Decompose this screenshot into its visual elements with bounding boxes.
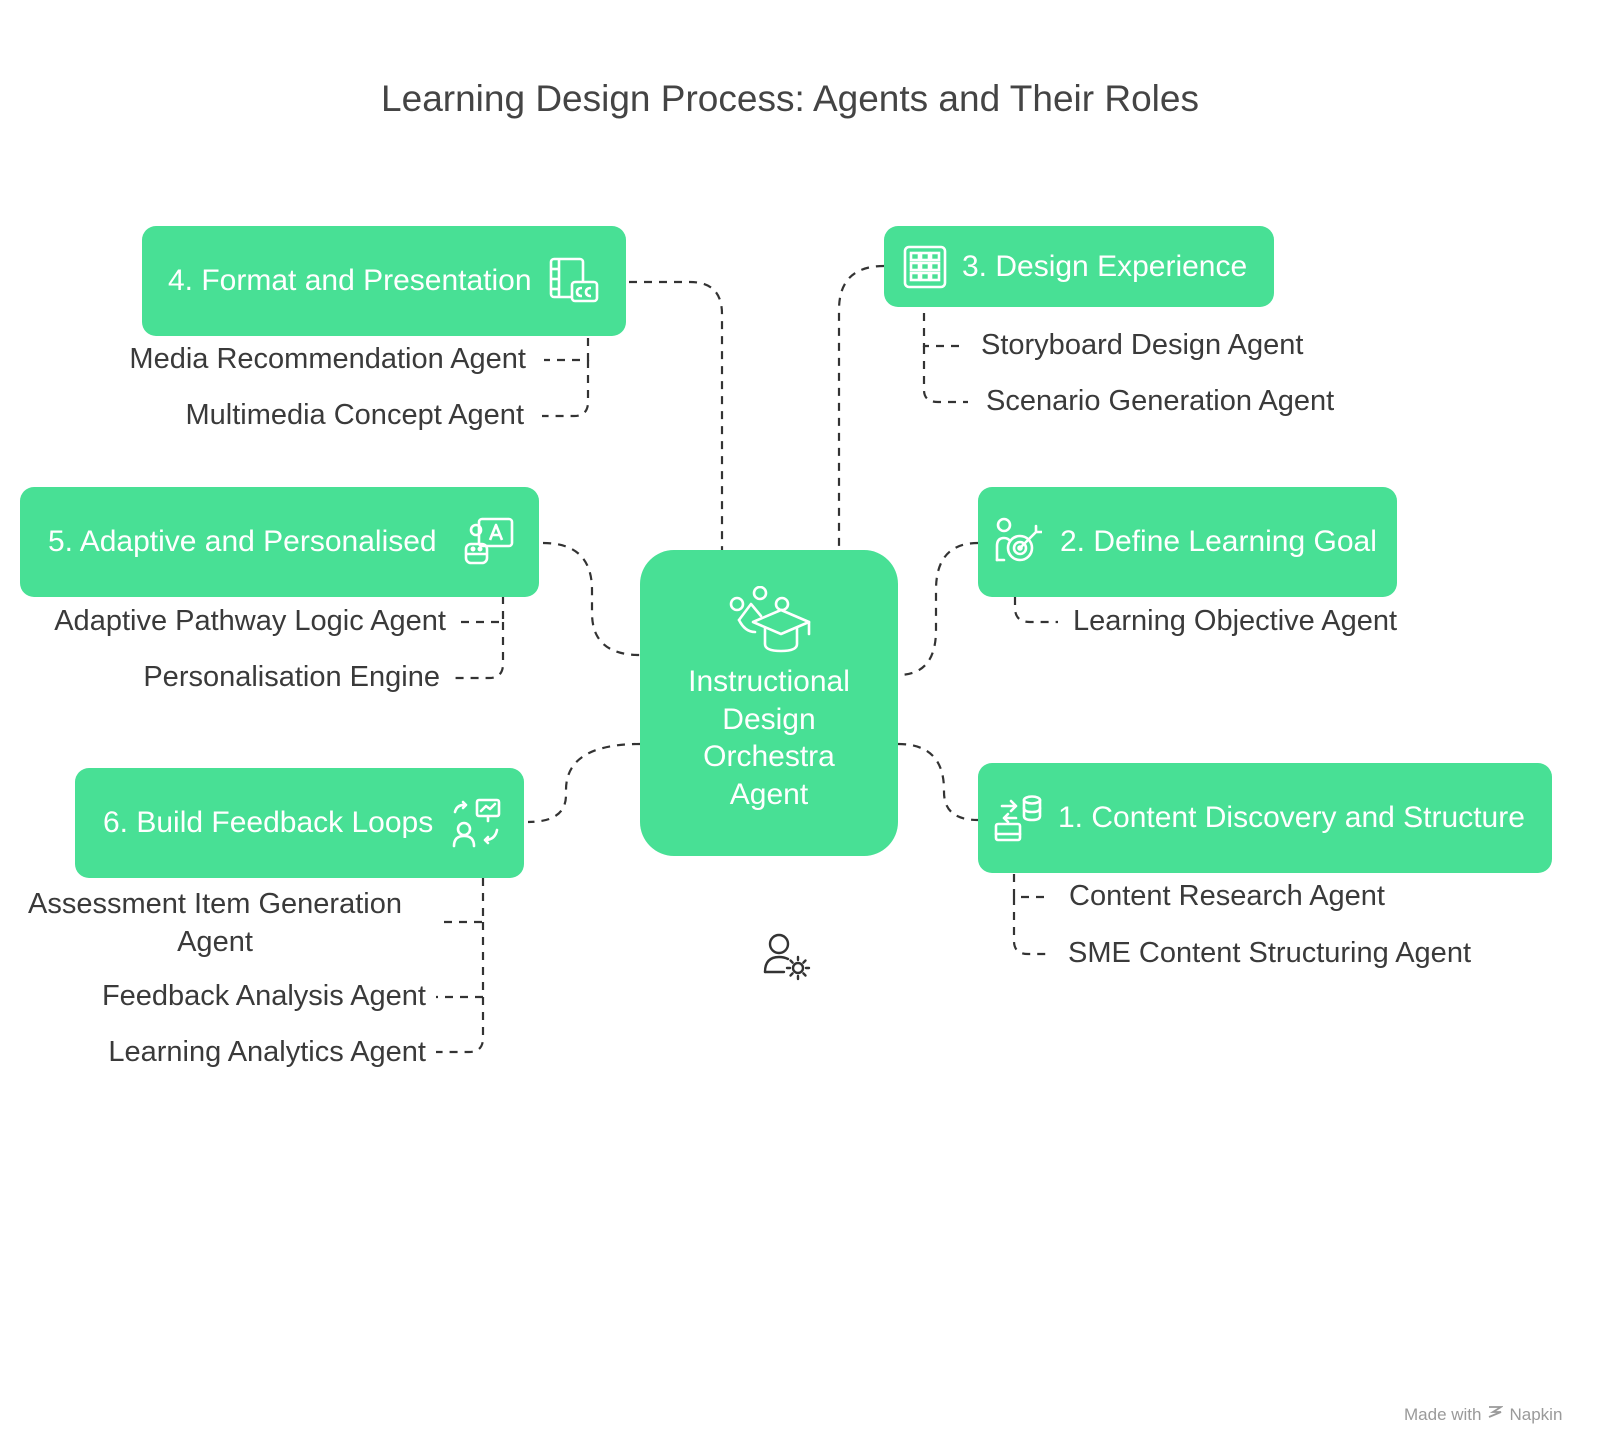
person-chart-cycle-icon xyxy=(451,798,501,848)
agent-label: Personalisation Engine xyxy=(143,661,440,693)
agent-label: Assessment Item Generation Agent xyxy=(28,888,402,958)
agent-label: SME Content Structuring Agent xyxy=(1068,937,1471,969)
agent-label: Multimedia Concept Agent xyxy=(185,399,524,431)
agent-label: Feedback Analysis Agent xyxy=(101,980,426,1012)
person-target-icon xyxy=(992,516,1042,568)
grid-layout-icon xyxy=(902,244,948,290)
connector-agent-objective xyxy=(1013,597,1058,624)
agent-label: Media Recommendation Agent xyxy=(129,343,526,375)
diagram-title: Learning Design Process: Agents and Thei… xyxy=(381,78,1199,119)
connector-step-2 xyxy=(897,541,979,677)
step-label: 3. Design Experience xyxy=(962,249,1248,283)
connector-agent-assessment xyxy=(440,878,485,924)
step-box-format-presentation: 4. Format and Presentation xyxy=(142,226,626,336)
agent-label: Learning Objective Agent xyxy=(1073,605,1398,637)
connector-step-5 xyxy=(542,541,641,657)
agent-label: Content Research Agent xyxy=(1069,880,1385,912)
step-box-adaptive-personalised: 5. Adaptive and Personalised xyxy=(20,487,539,597)
agent-label: Adaptive Pathway Logic Agent xyxy=(54,605,446,637)
step-box-content-discovery: 1. Content Discovery and Structure xyxy=(978,763,1552,873)
connector-step-3 xyxy=(837,264,885,550)
center-label: Instructional Design Orchestra Agent xyxy=(688,665,850,811)
connector-agent-media xyxy=(544,338,590,362)
agent-label: Learning Analytics Agent xyxy=(108,1036,426,1068)
robot-whiteboard-icon xyxy=(463,516,515,568)
step-label: 2. Define Learning Goal xyxy=(1060,525,1377,558)
step-label: 1. Content Discovery and Structure xyxy=(1058,801,1525,834)
film-caption-icon xyxy=(548,255,600,307)
connector-step-1 xyxy=(897,742,979,822)
connector-step-4 xyxy=(629,280,724,550)
data-transfer-icon xyxy=(994,792,1044,844)
connector-agent-sme xyxy=(1012,897,1046,956)
graduation-people-icon xyxy=(725,585,813,665)
connector-agent-adaptive xyxy=(460,596,505,624)
connector-agent-multimedia xyxy=(542,360,590,418)
napkin-logo-icon xyxy=(1487,1404,1505,1425)
connector-step-6 xyxy=(527,742,641,824)
connector-agent-research xyxy=(1012,874,1050,899)
center-box-orchestra-agent: Instructional Design Orchestra Agent xyxy=(640,550,898,856)
watermark-brand: Napkin xyxy=(1509,1404,1563,1424)
agent-label: Storyboard Design Agent xyxy=(981,329,1304,361)
step-box-design-experience: 3. Design Experience xyxy=(884,226,1274,307)
step-label: 6. Build Feedback Loops xyxy=(103,806,434,839)
agent-label: Scenario Generation Agent xyxy=(986,385,1335,417)
step-box-build-feedback-loops: 6. Build Feedback Loops xyxy=(75,768,524,878)
connector-agent-analytics xyxy=(436,997,485,1054)
watermark-prefix: Made with xyxy=(1404,1404,1482,1424)
connector-agent-scenario xyxy=(922,346,968,404)
step-label: 4. Format and Presentation xyxy=(168,264,532,297)
connector-agent-feedback xyxy=(436,922,485,999)
step-label: 5. Adaptive and Personalised xyxy=(48,525,437,558)
connector-agent-personalisation xyxy=(455,622,505,680)
user-gear-icon xyxy=(762,932,814,987)
step-box-define-learning-goal: 2. Define Learning Goal xyxy=(978,487,1397,597)
napkin-watermark: Made with Napkin xyxy=(1404,1404,1562,1425)
